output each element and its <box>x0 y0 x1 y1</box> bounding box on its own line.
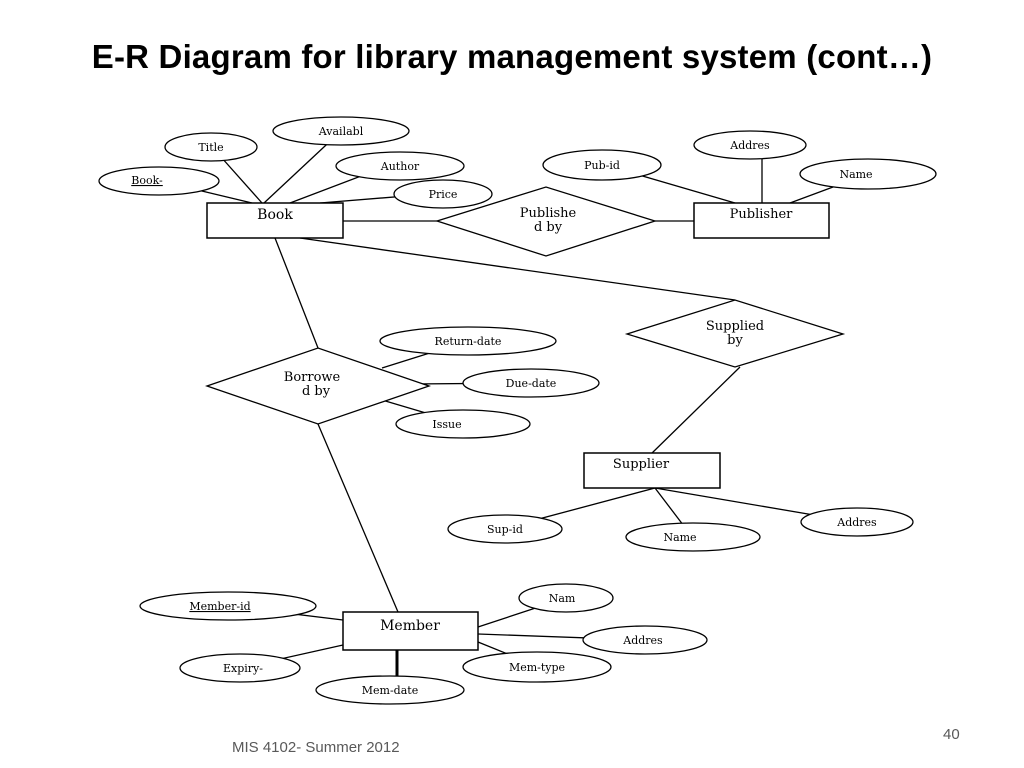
svg-text:Publisher: Publisher <box>730 207 793 222</box>
attribute-book-price: Price <box>393 179 493 209</box>
entity-book: Book <box>206 202 344 239</box>
relationship-published-by: Publishe d by <box>434 186 658 257</box>
attribute-expiry: Expiry- <box>179 653 301 683</box>
svg-text:d by: d by <box>534 220 563 235</box>
svg-text:Member: Member <box>380 618 440 634</box>
attribute-book-title: Title <box>164 132 258 162</box>
entity-supplier: Supplier <box>583 452 721 489</box>
svg-text:Supplied: Supplied <box>706 319 764 334</box>
svg-text:Addres: Addres <box>836 516 877 529</box>
attribute-book-id: Book- <box>98 166 220 196</box>
svg-text:Return-date: Return-date <box>435 335 502 348</box>
svg-text:Issue: Issue <box>432 418 461 431</box>
svg-text:d by: d by <box>302 384 331 399</box>
svg-text:Expiry-: Expiry- <box>223 662 263 675</box>
svg-text:Member-id: Member-id <box>189 600 250 613</box>
svg-text:Pub-id: Pub-id <box>584 159 620 172</box>
svg-text:Price: Price <box>429 188 458 201</box>
svg-text:Name: Name <box>839 168 872 181</box>
entity-publisher: Publisher <box>693 202 830 239</box>
attribute-due-date: Due-date <box>462 368 600 398</box>
page-number: 40 <box>943 726 960 743</box>
attribute-mem-date: Mem-date <box>315 675 465 705</box>
svg-text:Publishe: Publishe <box>520 206 577 221</box>
attribute-sup-name: Name <box>625 522 761 552</box>
svg-text:Nam: Nam <box>549 592 576 605</box>
attribute-issue: Issue <box>395 409 531 439</box>
attribute-mem-nam: Nam <box>518 583 614 613</box>
slide-title: E-R Diagram for library management syste… <box>91 38 933 75</box>
svg-text:by: by <box>727 333 743 348</box>
svg-text:Due-date: Due-date <box>506 377 557 390</box>
svg-text:Addres: Addres <box>729 139 770 152</box>
svg-text:Borrowe: Borrowe <box>284 370 341 385</box>
svg-text:Book-: Book- <box>131 174 163 187</box>
svg-text:Addres: Addres <box>622 634 663 647</box>
attribute-pub-addres: Addres <box>693 130 807 160</box>
svg-text:Mem-date: Mem-date <box>362 684 418 697</box>
svg-text:Availabl: Availabl <box>318 125 364 138</box>
svg-text:Sup-id: Sup-id <box>487 523 523 536</box>
svg-text:Name: Name <box>663 531 696 544</box>
attribute-member-id: Member-id <box>139 591 317 621</box>
attribute-sup-addres: Addres <box>800 507 914 537</box>
relationship-borrowed-by: Borrowe d by <box>204 347 432 425</box>
svg-text:Supplier: Supplier <box>613 457 670 472</box>
relationship-supplied-by: Supplied by <box>624 299 846 368</box>
svg-text:Title: Title <box>198 141 223 154</box>
attribute-sup-id: Sup-id <box>447 514 563 544</box>
svg-text:Mem-type: Mem-type <box>509 661 565 674</box>
footer-course-label: MIS 4102- Summer 2012 <box>232 739 400 756</box>
svg-text:Book: Book <box>257 207 293 223</box>
attribute-mem-addres: Addres <box>582 625 708 655</box>
attribute-return-date: Return-date <box>379 326 557 356</box>
entity-member: Member <box>342 611 479 651</box>
attribute-mem-type: Mem-type <box>462 651 612 683</box>
svg-text:Author: Author <box>380 160 420 173</box>
attribute-book-availabl: Availabl <box>272 116 410 146</box>
attribute-book-author: Author <box>335 151 465 181</box>
attribute-pub-name: Name <box>799 158 937 190</box>
attribute-pub-id: Pub-id <box>542 149 662 181</box>
